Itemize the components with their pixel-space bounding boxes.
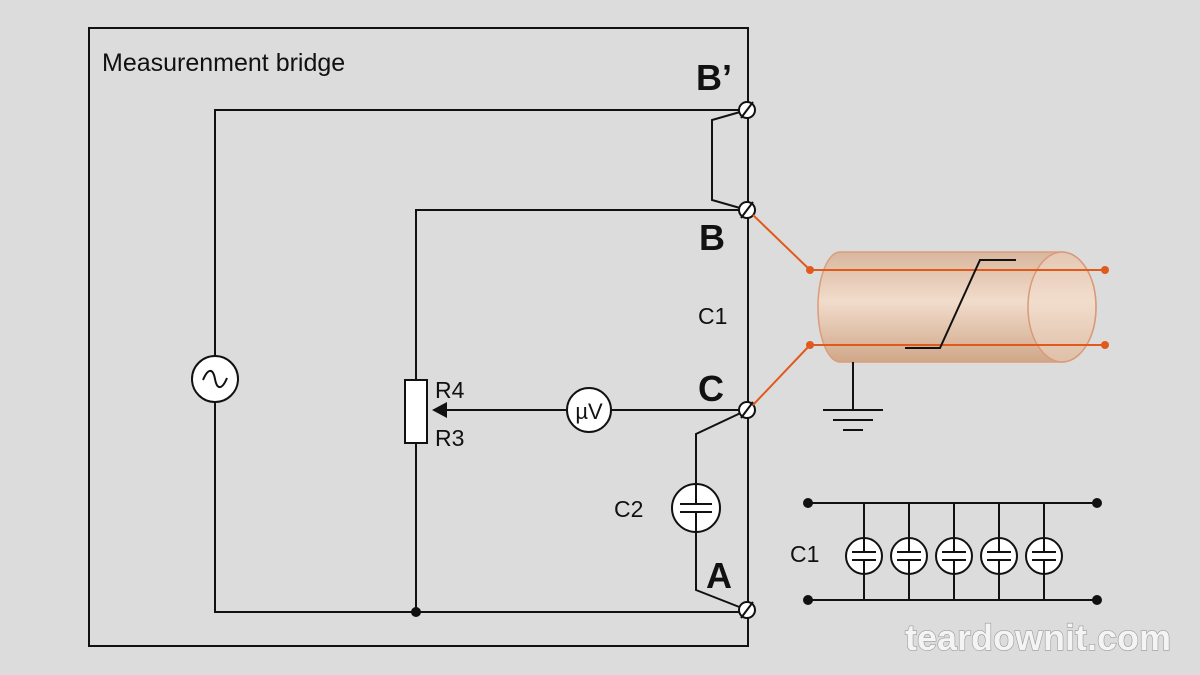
capacitor-icon [671,483,721,533]
ac-source-icon [191,355,239,403]
r4-label: R4 [435,377,465,403]
terminal-label-b-prime: B’ [696,57,732,98]
capacitor-icon [980,503,1018,600]
terminal-label-a: A [706,555,732,596]
c1-capacitor-bank [803,498,1102,605]
capacitor-icon [890,503,928,600]
r3-label: R3 [435,425,464,451]
bridge-wiring [214,109,748,613]
capacitor-icon [845,503,883,600]
terminal-a [738,601,756,619]
watermark: teardownit.com [905,617,1171,658]
c1-bank-label: C1 [790,541,819,567]
junction-dot [411,607,421,617]
terminal-c [738,401,756,419]
cable-icon [806,251,1109,363]
meter-label: µV [575,399,603,424]
microvoltmeter: µV [566,387,612,433]
cable-leads [752,214,811,406]
terminal-label-c: C [698,368,724,409]
terminal-label-b: B [699,217,725,258]
ground-icon [823,362,883,431]
c2-label: C2 [614,496,643,522]
bridge-title: Measurenment bridge [102,49,345,77]
capacitor-icon [935,503,973,600]
terminal-b-prime [738,101,756,119]
capacitor-icon [1025,503,1063,600]
bridge-enclosure [88,27,749,647]
potentiometer-icon [404,379,447,444]
c1-label: C1 [698,303,727,329]
terminal-b [738,201,756,219]
